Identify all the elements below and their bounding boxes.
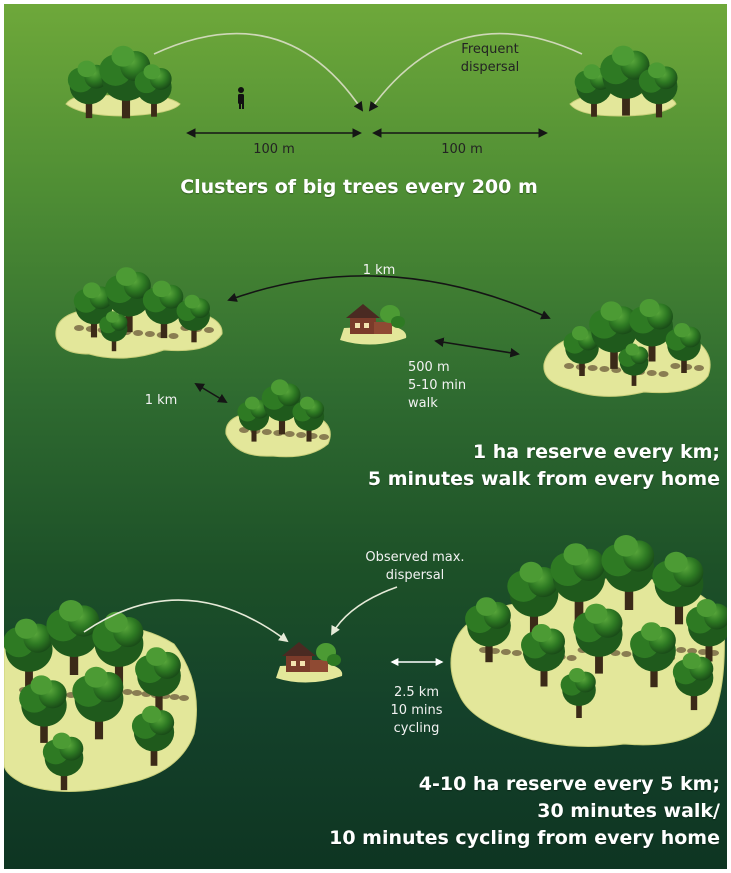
observed-dispersal-line2: dispersal (385, 568, 445, 583)
tree-icon (589, 301, 637, 369)
tree-icon (652, 551, 704, 625)
tree-icon (465, 597, 511, 663)
tree-icon (672, 652, 714, 711)
tree-icon (134, 64, 172, 117)
cycle-line-2: 10 mins (390, 703, 443, 718)
large-reserve-right (450, 535, 727, 747)
distance-label-1km-left: 1 km (144, 393, 178, 408)
reserve-island-right (543, 299, 711, 397)
tree-icon (560, 668, 596, 718)
tree-icon (507, 561, 559, 635)
cycle-line-1: 2.5 km (394, 685, 439, 700)
tree-icon (521, 624, 565, 687)
section3-heading: 4-10 ha reserve every 5 km; 30 minutes w… (204, 771, 720, 852)
house-icon (340, 304, 407, 345)
tree-icon (72, 666, 124, 740)
diagram-canvas: Frequent dispersal 100 m 100 m Clusters … (4, 4, 727, 869)
tree-icon (92, 611, 144, 685)
tree-icon (135, 647, 181, 713)
house-icon-lower (276, 642, 343, 683)
reserve-island-left (55, 267, 223, 359)
tree-icon (73, 282, 113, 338)
tree-icon (573, 603, 623, 674)
tree-icon (638, 62, 678, 118)
tree-icon (686, 599, 727, 662)
tree-icon (4, 618, 53, 689)
walk-line-2: 5-10 min (408, 378, 467, 393)
frequent-dispersal-line1: Frequent (461, 42, 519, 57)
tree-icon (19, 675, 67, 743)
tree-icon (600, 45, 650, 116)
distance-arrow-500m (434, 337, 520, 358)
tree-icon (46, 600, 100, 675)
section3-heading-line2: 30 minutes walk/ (537, 800, 720, 822)
tree-icon (261, 379, 301, 435)
tree-icon (99, 311, 128, 352)
section3-heading-line1: 4-10 ha reserve every 5 km; (418, 773, 720, 795)
diagram-scene (4, 32, 727, 792)
distance-label-left: 100 m (253, 142, 295, 157)
tree-icon (105, 267, 151, 333)
frequent-dispersal-line2: dispersal (460, 60, 520, 75)
section1-heading: Clusters of big trees every 200 m (180, 176, 538, 198)
section3-heading-line3: 10 minutes cycling from every home (329, 827, 720, 849)
observed-dispersal-arc-left (83, 599, 289, 643)
distance-arrow-1km-left (194, 383, 228, 403)
tree-icon (99, 45, 151, 119)
dispersal-arc-left (153, 32, 364, 112)
tree-icon (618, 343, 649, 386)
section2-heading-line2: 5 minutes walk from every home (367, 468, 720, 490)
tree-icon (131, 705, 175, 766)
cycling-distance-label: 2.5 km 10 mins cycling (379, 684, 454, 738)
tree-icon (665, 323, 701, 373)
tree-icon (176, 294, 210, 343)
person-icon (238, 87, 244, 109)
tree-icon (629, 299, 673, 362)
distance-label-right: 100 m (441, 142, 483, 157)
frequent-dispersal-label: Frequent dispersal (450, 41, 530, 77)
tree-icon (550, 543, 606, 621)
dispersal-arc-right (368, 32, 583, 112)
walk-line-3: walk (408, 396, 438, 411)
section2-heading: 1 ha reserve every km; 5 minutes walk fr… (254, 439, 720, 493)
distance-label-1km-top: 1 km (362, 263, 396, 278)
observed-dispersal-arc-right (331, 586, 398, 636)
walk-line-1: 500 m (408, 360, 450, 375)
tree-icon (630, 622, 676, 688)
tree-icon (292, 396, 325, 442)
tree-icon (142, 280, 184, 339)
tree-cluster-left (65, 45, 181, 119)
tree-icon (42, 732, 84, 791)
cycle-line-3: cycling (393, 721, 440, 736)
tree-cluster-right (569, 45, 678, 118)
walk-distance-label: 500 m 5-10 min walk (408, 359, 466, 413)
section2-heading-line1: 1 ha reserve every km; (472, 441, 720, 463)
reserve-island-bottom (225, 379, 331, 458)
tree-icon (237, 396, 270, 442)
tree-icon (67, 60, 109, 119)
tree-icon (601, 535, 655, 610)
distance-arc-1km (227, 275, 551, 320)
observed-dispersal-line1: Observed max. (365, 550, 465, 565)
large-reserve-left (4, 600, 197, 792)
observed-dispersal-label: Observed max. dispersal (350, 549, 480, 585)
